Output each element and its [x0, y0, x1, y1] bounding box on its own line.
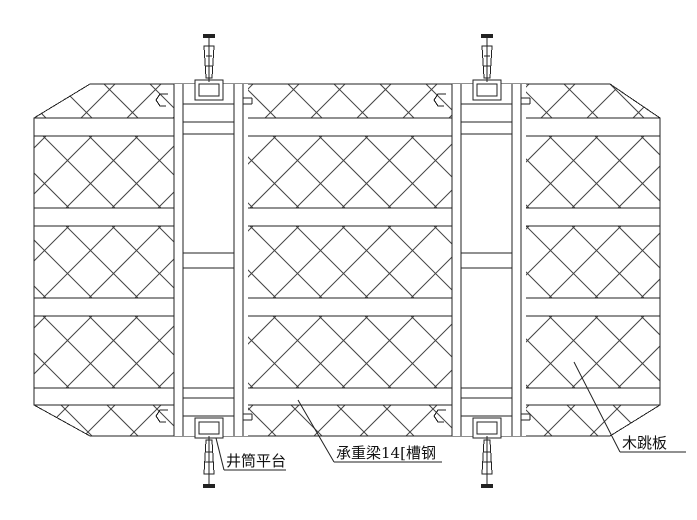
anchor-bolt-bottom-left — [203, 436, 215, 488]
label-shaft-platform: 井筒平台 — [226, 452, 286, 470]
leader-bearing-beam — [297, 399, 442, 463]
wood-board-outline — [33, 83, 661, 437]
leader-shaft-platform — [215, 437, 286, 471]
leader-wood-board — [573, 361, 686, 453]
bearing-beam-right — [433, 79, 531, 439]
label-bearing-beam: 承重梁14[槽钢 — [336, 444, 436, 462]
bearing-beam-left — [155, 79, 253, 439]
anchor-bolt-bottom-right — [481, 436, 493, 488]
plank-lines — [34, 117, 660, 406]
wood-board-hatching — [34, 84, 660, 436]
anchor-bolt-top-right — [481, 34, 493, 82]
label-wood-board: 木跳板 — [622, 434, 667, 452]
anchor-bolt-top-left — [203, 34, 215, 82]
